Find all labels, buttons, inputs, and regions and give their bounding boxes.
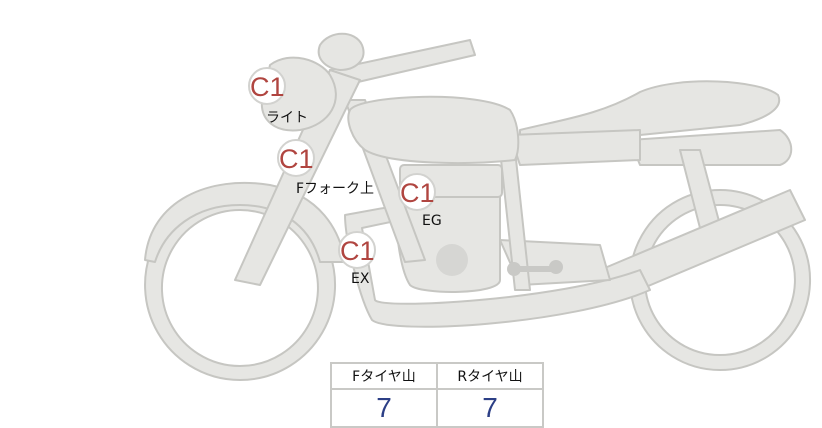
rear-frame xyxy=(509,129,641,166)
marker-label-light: ライト xyxy=(266,110,308,126)
windscreen xyxy=(317,32,365,71)
marker-light[interactable]: C1 xyxy=(248,67,286,105)
front-fork xyxy=(234,69,361,286)
seat xyxy=(519,80,781,139)
rear-tire-value: 7 xyxy=(436,388,544,428)
marker-label-exhaust: EX xyxy=(351,271,370,287)
marker-label-front-fork: Fフォーク上 xyxy=(296,181,375,197)
fuel-tank xyxy=(347,95,520,164)
front-tire-value: 7 xyxy=(330,388,438,428)
exhaust-pipe xyxy=(344,204,651,328)
engine-cover xyxy=(436,244,468,276)
marker-front-fork[interactable]: C1 xyxy=(277,139,315,177)
rear-fender xyxy=(629,129,793,166)
front-tire-header: Fタイヤ山 xyxy=(330,362,438,390)
marker-label-engine: EG xyxy=(422,213,442,229)
rear-tire-header: Rタイヤ山 xyxy=(436,362,544,390)
marker-engine[interactable]: C1 xyxy=(398,173,436,211)
marker-exhaust[interactable]: C1 xyxy=(338,231,376,269)
tire-tread-table: Fタイヤ山 Rタイヤ山 7 7 xyxy=(330,362,544,428)
footpeg xyxy=(512,266,558,272)
